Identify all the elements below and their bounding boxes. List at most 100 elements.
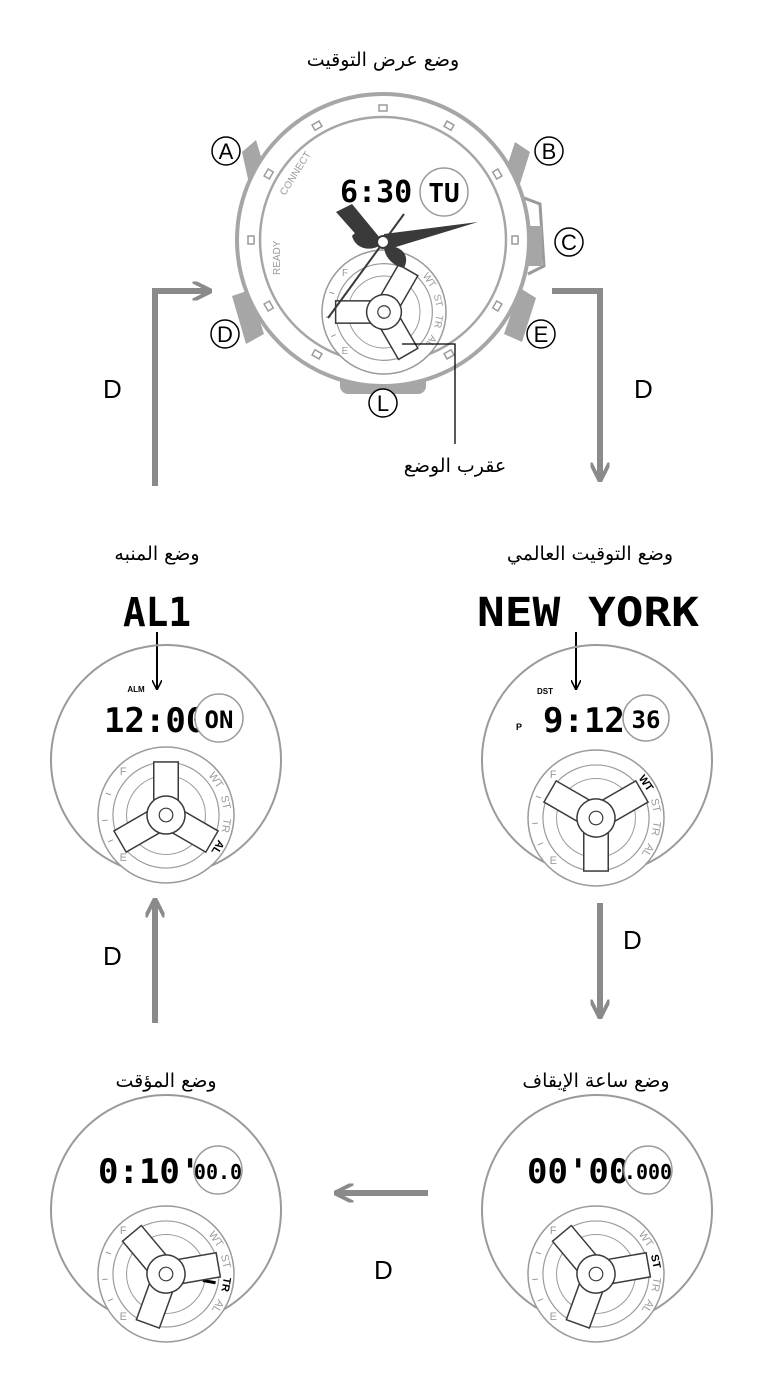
minute-hand — [384, 222, 478, 250]
subdial-mark: E — [120, 852, 127, 864]
hour-marker — [311, 120, 323, 132]
hour-marker — [443, 348, 455, 360]
timer-fraction-window — [193, 1145, 243, 1195]
button-c-label: C — [561, 230, 577, 255]
mode-hand-pivot — [158, 807, 174, 823]
mode-hand-leader — [402, 343, 456, 444]
button-d-label: D — [217, 322, 233, 347]
mode-hand-pivot — [158, 1266, 174, 1282]
subdial-mark: AL — [209, 1297, 226, 1315]
hour-marker — [311, 348, 323, 360]
timer-time: 0:10' — [98, 1152, 200, 1192]
hour-markers — [247, 104, 519, 360]
subdial-tick — [330, 334, 336, 338]
subdial-tick — [537, 842, 544, 846]
mode-hand-pivot — [377, 305, 391, 319]
arrow-timekeeping-to-worldtime — [552, 288, 600, 478]
mode-hand — [542, 779, 650, 872]
hour-marker — [263, 300, 275, 312]
hour-marker — [443, 120, 455, 132]
subdial-mark: ST — [648, 1253, 663, 1269]
main-hands — [327, 204, 478, 319]
mode-pointer — [202, 1279, 216, 1285]
subdial-mark: AL — [639, 841, 656, 859]
subdial-mark: ST — [218, 1253, 233, 1269]
button-l-label: L — [377, 391, 389, 416]
flow-label-1: D — [634, 374, 653, 404]
alarm-status: ON — [205, 706, 234, 734]
subdial-mark: F — [550, 1225, 557, 1237]
button-a-label: A — [219, 139, 234, 164]
day-window — [419, 167, 469, 217]
subdial-mark: TR — [218, 817, 232, 834]
subdial-mark: E — [550, 1311, 557, 1323]
world-time-seconds: 36 — [632, 706, 661, 734]
flow-label-2: D — [623, 925, 642, 955]
subdial-tick — [535, 1251, 542, 1255]
alarm-mode-label: وضع المنبه — [114, 543, 199, 565]
subdial-tick — [329, 291, 335, 295]
mode-hand — [334, 263, 419, 361]
subdial-mark: F — [550, 769, 557, 781]
subdial-mark: E — [550, 855, 557, 867]
subdial-tick — [105, 792, 112, 796]
flow-label-5: D — [103, 374, 122, 404]
hour-hand-tail — [352, 230, 382, 249]
hour-marker — [511, 235, 519, 245]
hour-marker — [263, 168, 275, 180]
second-hand — [327, 213, 405, 319]
arrow-alarm-to-timekeeping — [152, 291, 208, 486]
world-time-city: NEW YORK — [477, 590, 699, 636]
digital-day: TU — [428, 179, 459, 209]
alarm-status-window — [194, 693, 244, 743]
pm-indicator: P — [516, 722, 522, 732]
button-e-shape[interactable] — [504, 288, 536, 342]
alarm-time: 12:00 — [104, 701, 206, 741]
subdial-tick — [105, 1251, 112, 1255]
subdial-mark: AL — [639, 1297, 656, 1315]
world-time-time: 9:12 — [543, 701, 625, 741]
subdial-mark: ST — [648, 797, 663, 813]
flow-labels: D D D D D — [103, 374, 653, 1285]
flow-label-4: D — [103, 941, 122, 971]
button-d-shape[interactable] — [232, 290, 264, 344]
mode-hand-pivot — [588, 810, 604, 826]
hour-marker — [491, 168, 503, 180]
timer-fraction: 00.0 — [194, 1160, 242, 1184]
timer-mode-label: وضع المؤقت — [115, 1070, 216, 1092]
subdial-mark: F — [342, 268, 348, 279]
world-time-mode: وضع التوقيت العالمي NEW YORK DST P 9:12 … — [477, 543, 713, 887]
ready-label: READY — [272, 240, 283, 275]
world-time-mode-label: وضع التوقيت العالمي — [507, 543, 673, 565]
subdial-tick — [537, 1298, 544, 1302]
timekeeping-mode: وضع عرض التوقيت CONNECT READY 6:30 TU FE… — [210, 49, 584, 477]
minute-hand-tail — [384, 245, 407, 268]
button-c-shape[interactable] — [528, 226, 542, 266]
subdial-mark: TR — [218, 1276, 232, 1293]
mode-hand — [112, 761, 220, 854]
subdial-mark: TR — [648, 1276, 662, 1293]
world-time-seconds-window — [622, 694, 670, 742]
button-letters: A B C D E L — [210, 136, 584, 418]
mode-hand — [121, 1224, 222, 1329]
hour-marker — [378, 104, 388, 112]
mode-hand-pivot — [588, 1266, 604, 1282]
subdial-tick — [107, 839, 114, 843]
button-b-label: B — [542, 139, 557, 164]
hour-marker — [491, 300, 503, 312]
flow-label-3: D — [374, 1255, 393, 1285]
mode-hand-label: عقرب الوضع — [404, 455, 507, 477]
subdial-mark: F — [120, 1225, 127, 1237]
alarm-number: AL1 — [123, 590, 191, 636]
stopwatch-mode-label: وضع ساعة الإيقاف — [522, 1070, 669, 1092]
subdial-mark: TR — [648, 820, 662, 837]
button-e-label: E — [534, 322, 549, 347]
timekeeping-mode-label: وضع عرض التوقيت — [307, 49, 459, 71]
stopwatch-time: 00'00 — [527, 1152, 629, 1192]
